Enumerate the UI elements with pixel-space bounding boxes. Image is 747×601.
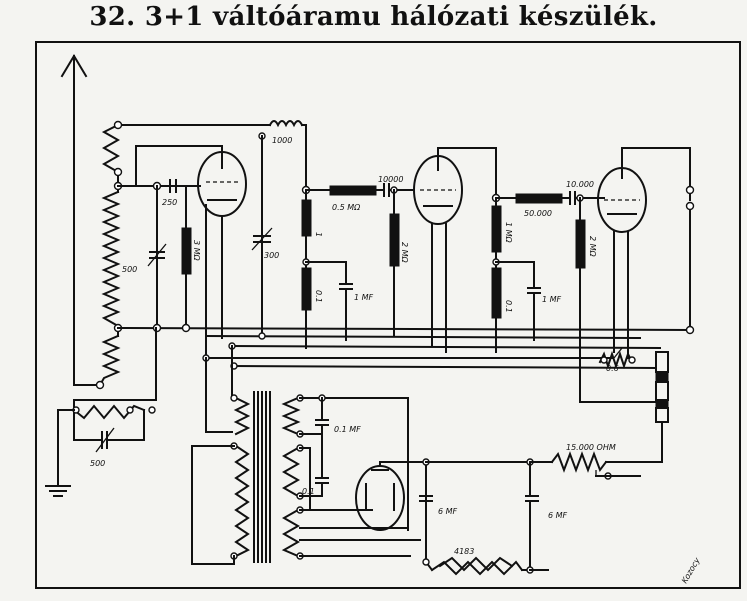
label-c01: 0.1 — [302, 487, 315, 496]
label-r3m: 3 MΩ — [192, 240, 201, 262]
label-choke: 4183 — [454, 547, 474, 556]
label-r1: 1 — [314, 232, 323, 237]
power-transformer — [191, 391, 304, 565]
stage-3-coupling — [491, 191, 605, 403]
label-c300: 300 — [264, 251, 279, 260]
label-r1m: 1 MΩ — [504, 222, 513, 244]
page-title: 32. 3+1 váltóáramu hálózati készülék. — [89, 2, 658, 32]
supply-bus-lines — [116, 323, 695, 433]
plate-coil-1000 — [251, 120, 307, 337]
label-c10000a: 10000 — [378, 175, 403, 184]
vacuum-tube-3 — [597, 147, 691, 359]
stage-2-coupling — [301, 183, 413, 349]
label-r15000: 15.000 OHM — [566, 443, 616, 452]
label-r2m-b: 2 MΩ — [588, 236, 597, 258]
ground-icon — [45, 409, 75, 497]
label-r2m-a: 2 MΩ — [400, 242, 409, 264]
antenna-coil — [95, 120, 271, 390]
label-r01a: 0.1 — [314, 290, 323, 303]
aerial-coil-500 — [72, 327, 157, 453]
label-c10000b: 10.000 — [566, 180, 594, 189]
label-c6mf-a: 6 MF — [438, 507, 458, 516]
label-c500b: 500 — [90, 459, 105, 468]
label-r01b: 0.1 — [504, 300, 513, 313]
label-c1mfb: 1 MF — [542, 295, 562, 304]
label-c01mf: 0.1 MF — [334, 425, 361, 434]
label-r05m: 0.5 MΩ — [332, 203, 361, 212]
label-r06: 0.6 — [606, 364, 619, 373]
label-coil1000: 1000 — [272, 136, 292, 145]
label-c6mf-b: 6 MF — [548, 511, 568, 520]
rectifier-circuit — [299, 394, 534, 563]
vacuum-tube-1 — [135, 145, 247, 369]
label-c250: 250 — [162, 198, 177, 207]
label-signature: Kozocy — [680, 556, 702, 585]
input-grid-circuit — [117, 179, 201, 329]
output-jack-icon — [685, 185, 695, 331]
vacuum-tube-2 — [413, 147, 497, 353]
label-c500a: 500 — [122, 265, 137, 274]
diagram-frame — [35, 41, 741, 589]
label-r50000: 50.000 — [524, 209, 552, 218]
label-c1mfa: 1 MF — [354, 293, 374, 302]
filter-network — [419, 461, 549, 576]
filament-rheostat — [579, 347, 669, 463]
antenna-icon — [60, 54, 101, 386]
resistor-15000-ohm — [529, 451, 663, 480]
